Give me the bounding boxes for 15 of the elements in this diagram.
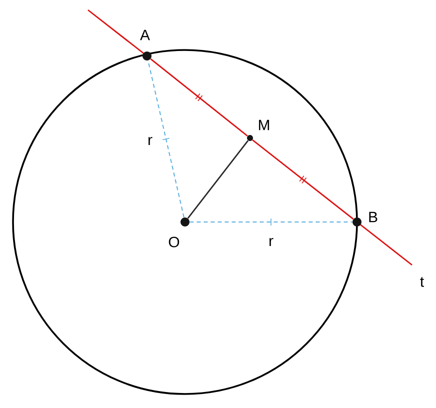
point: O <box>168 218 190 248</box>
node-label: O <box>168 236 180 248</box>
line-segment <box>187 140 249 219</box>
point: A <box>140 30 152 60</box>
node-label: A <box>140 30 150 40</box>
edge-label: r <box>146 136 154 146</box>
point: M <box>247 120 270 141</box>
point: B <box>352 212 378 226</box>
edge-label: r <box>268 236 274 248</box>
line-label: t <box>420 277 424 287</box>
node-label: B <box>369 212 378 222</box>
line-segment <box>189 218 353 226</box>
node-label: M <box>258 120 270 130</box>
line-segment <box>252 139 354 220</box>
line-segment <box>150 58 248 137</box>
